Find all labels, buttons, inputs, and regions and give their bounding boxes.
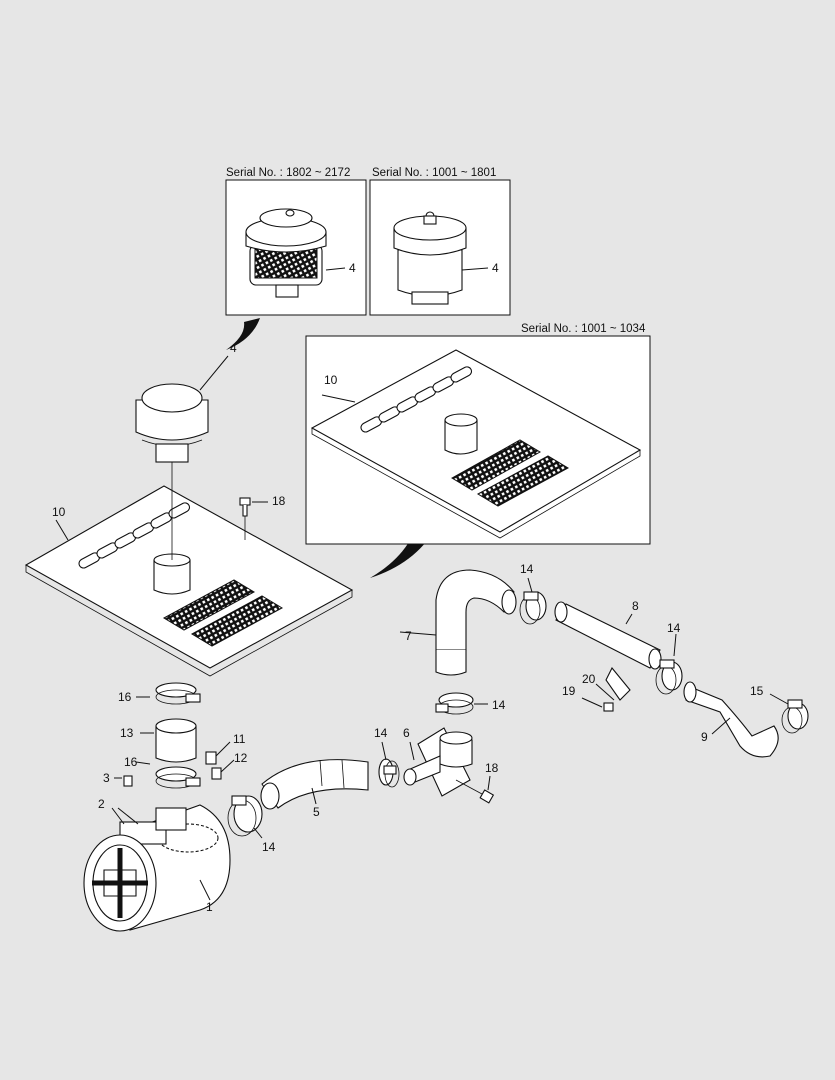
callout-13: 13 [120, 726, 134, 740]
precleaner-main [135, 355, 229, 560]
inset-left-callout: 4 [349, 261, 356, 275]
callout-4: 4 [230, 341, 237, 355]
precleaner-variant-a [245, 208, 346, 298]
hose-13 [155, 718, 197, 763]
callout-8: 8 [632, 599, 639, 613]
callout-15: 15 [750, 684, 764, 698]
callout-14-upper: 14 [520, 562, 534, 576]
callout-14-mid: 14 [374, 726, 388, 740]
elbow-7 [399, 569, 517, 676]
inset-panel: Serial No. : 1001 ~ 1034 [305, 323, 651, 545]
inset-right-callout: 4 [492, 261, 499, 275]
main-hood-panel [24, 485, 354, 677]
precleaner-variant-b [393, 211, 489, 305]
inset-left: Serial No. : 1802 ~ 2172 4 [225, 167, 367, 316]
callout-12: 12 [234, 751, 248, 765]
pointer-arrow-top [226, 318, 260, 350]
clamp-16-upper [155, 682, 201, 705]
callout-14-elbow: 14 [492, 698, 506, 712]
bolt-18-lower [455, 775, 495, 804]
clamp-15 [769, 693, 809, 734]
panel-slots [360, 366, 473, 433]
clamp-14-upper [519, 577, 547, 625]
callout-9: 9 [701, 730, 708, 744]
callout-7: 7 [405, 629, 412, 643]
callout-18-lower: 18 [485, 761, 499, 775]
callout-20: 20 [582, 672, 596, 686]
fitting-12 [211, 759, 235, 780]
fitting-11 [205, 741, 231, 765]
callout-6: 6 [403, 726, 410, 740]
clamp-14-elbow [435, 692, 488, 715]
callout-10: 10 [52, 505, 66, 519]
hose-5 [260, 759, 369, 810]
callout-5: 5 [313, 805, 320, 819]
callout-16-upper: 16 [118, 690, 132, 704]
callout-16-lower: 16 [124, 755, 138, 769]
callout-3: 3 [103, 771, 110, 785]
inset-panel-caption: Serial No. : 1001 ~ 1034 [521, 323, 646, 335]
hose-9 [683, 681, 779, 758]
callout-14-right: 14 [667, 621, 681, 635]
clamp-14-right [655, 633, 683, 695]
clamp-16-lower [155, 766, 201, 789]
callout-19: 19 [562, 684, 576, 698]
callout-1: 1 [206, 900, 213, 914]
callout-18-top: 18 [272, 494, 286, 508]
callout-14-lower-left: 14 [262, 840, 276, 854]
clamp-14-lower-left [227, 795, 263, 839]
air-cleaner-body [83, 804, 231, 932]
screws-19-20 [581, 683, 615, 712]
callout-11: 11 [233, 732, 246, 746]
callout-2: 2 [98, 797, 105, 811]
elbow-6 [403, 727, 473, 797]
hose-8 [554, 601, 662, 701]
callout-10-inset: 10 [324, 373, 338, 387]
screw-3 [114, 775, 133, 787]
inset-right-caption: Serial No. : 1001 ~ 1801 [372, 167, 496, 179]
main-panel-slots [78, 502, 191, 569]
bolt-18-top [239, 497, 268, 540]
inset-left-caption: Serial No. : 1802 ~ 2172 [226, 167, 350, 179]
clamp-14-mid [378, 741, 400, 788]
inset-right: Serial No. : 1001 ~ 1801 4 [369, 167, 511, 316]
